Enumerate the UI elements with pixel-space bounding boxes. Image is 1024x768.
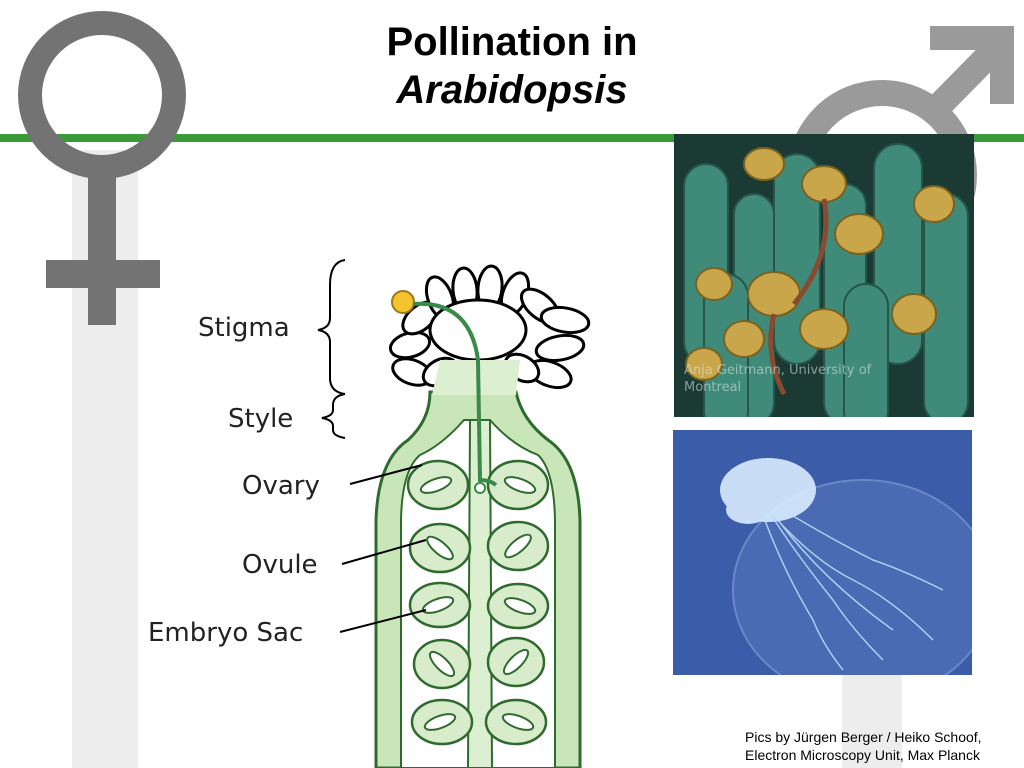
- style: [432, 360, 520, 395]
- ovule-leader: [341, 539, 427, 565]
- stigma-brace: [317, 259, 346, 395]
- ovule: [408, 581, 472, 629]
- ovary-leader: [349, 464, 423, 485]
- ovule: [486, 459, 550, 511]
- ovule: [486, 636, 546, 688]
- label-embryo-sac: Embryo Sac: [148, 618, 304, 648]
- label-stigma: Stigma: [198, 313, 290, 343]
- septum: [466, 419, 494, 768]
- ovule: [484, 698, 548, 746]
- female-symbol-icon: [18, 11, 186, 325]
- slide-title: Pollination in Arabidopsis: [312, 18, 712, 114]
- label-style: Style: [228, 404, 294, 434]
- style-brace: [321, 393, 346, 439]
- ovule: [412, 638, 472, 690]
- pollen-grain: [391, 290, 415, 314]
- tube-tip: [474, 482, 486, 494]
- embryo-sac-leader: [339, 609, 427, 633]
- label-ovule: Ovule: [242, 550, 318, 580]
- footer-credit: Pics by Jürgen Berger / Heiko Schoof, El…: [745, 729, 982, 763]
- title-line-2: Arabidopsis: [396, 68, 628, 112]
- pollen-tube: [412, 301, 498, 487]
- ovule: [486, 582, 550, 630]
- ovule: [406, 459, 470, 511]
- sem-photo-credit: Anja Geitmann, University of Montreal: [684, 363, 872, 395]
- green-rule: [0, 134, 1024, 142]
- ovule: [486, 520, 550, 572]
- ovule: [408, 522, 472, 574]
- fluorescence-photo: [673, 430, 972, 675]
- ovule: [410, 698, 474, 746]
- label-ovary: Ovary: [242, 471, 320, 501]
- sem-photo: Anja Geitmann, University of Montreal: [674, 134, 974, 417]
- title-line-1: Pollination in: [386, 20, 638, 64]
